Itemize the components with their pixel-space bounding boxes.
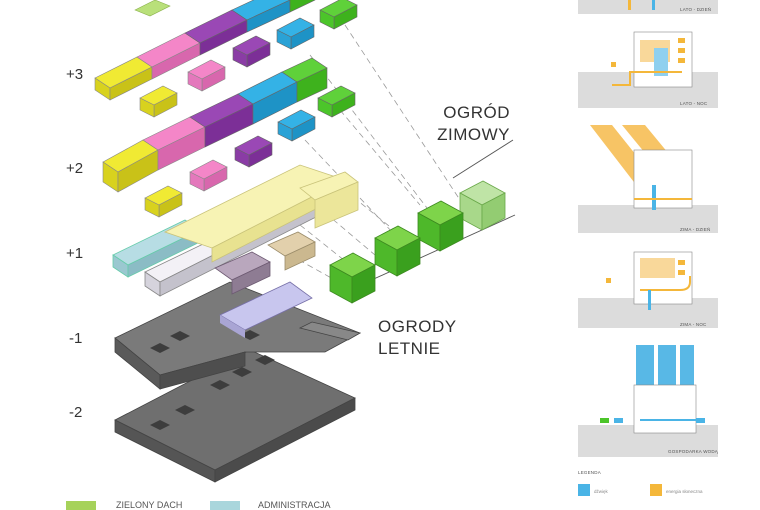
level-label-minus2: -2 bbox=[69, 404, 83, 421]
panel-winter-night bbox=[578, 251, 718, 328]
mini-legend-label-solar: energia słoneczna bbox=[666, 489, 703, 494]
panel-summer-night bbox=[578, 31, 718, 108]
winter-garden-label: OGRÓD ZIMOWY bbox=[420, 102, 510, 146]
level-minus2-slab bbox=[114, 349, 356, 483]
mini-legend-swatches bbox=[578, 484, 662, 496]
level-label-plus1: +1 bbox=[66, 245, 84, 262]
climate-panels bbox=[578, 0, 718, 496]
panel-caption-summer-day: LATO - DZIEŃ bbox=[680, 7, 712, 12]
legend-swatch-administration bbox=[210, 501, 240, 510]
summer-garden-cube bbox=[329, 252, 376, 304]
legend-swatch-green-roof bbox=[66, 501, 96, 510]
panel-winter-day bbox=[578, 125, 718, 233]
panel-caption-water-management: GOSPODARKA WODĄ bbox=[668, 449, 719, 454]
level-plus2 bbox=[102, 57, 356, 218]
winter-garden-label-line1: OGRÓD bbox=[443, 103, 510, 122]
level-label-minus1: -1 bbox=[69, 330, 83, 347]
garden-cubes bbox=[329, 180, 506, 304]
panel-water-management bbox=[578, 345, 718, 457]
mini-legend-title: LEGENDA bbox=[578, 470, 601, 475]
panel-caption-winter-day: ZIMA - DZIEŃ bbox=[680, 227, 711, 232]
panel-summer-day bbox=[578, 0, 718, 14]
summer-garden-cube bbox=[374, 225, 421, 277]
level-minus1-slab bbox=[114, 281, 362, 390]
mini-legend-label-sound: dźwięk bbox=[594, 489, 608, 494]
level-label-plus3: +3 bbox=[66, 66, 84, 83]
summer-gardens-label: OGRODY LETNIE bbox=[378, 317, 457, 358]
level-plus3 bbox=[94, 0, 358, 118]
legend-label-administration: ADMINISTRACJA bbox=[258, 500, 331, 510]
summer-garden-cube bbox=[417, 200, 464, 252]
panel-caption-winter-night: ZIMA - NOC bbox=[680, 322, 707, 327]
legend-label-green-roof: ZIELONY DACH bbox=[116, 500, 183, 510]
level-label-plus2: +2 bbox=[66, 160, 84, 177]
level-plus1 bbox=[112, 164, 359, 297]
panel-caption-summer-night: LATO - NOC bbox=[680, 101, 708, 106]
winter-garden-cube bbox=[459, 180, 506, 231]
winter-garden-label-line2: ZIMOWY bbox=[437, 125, 510, 144]
